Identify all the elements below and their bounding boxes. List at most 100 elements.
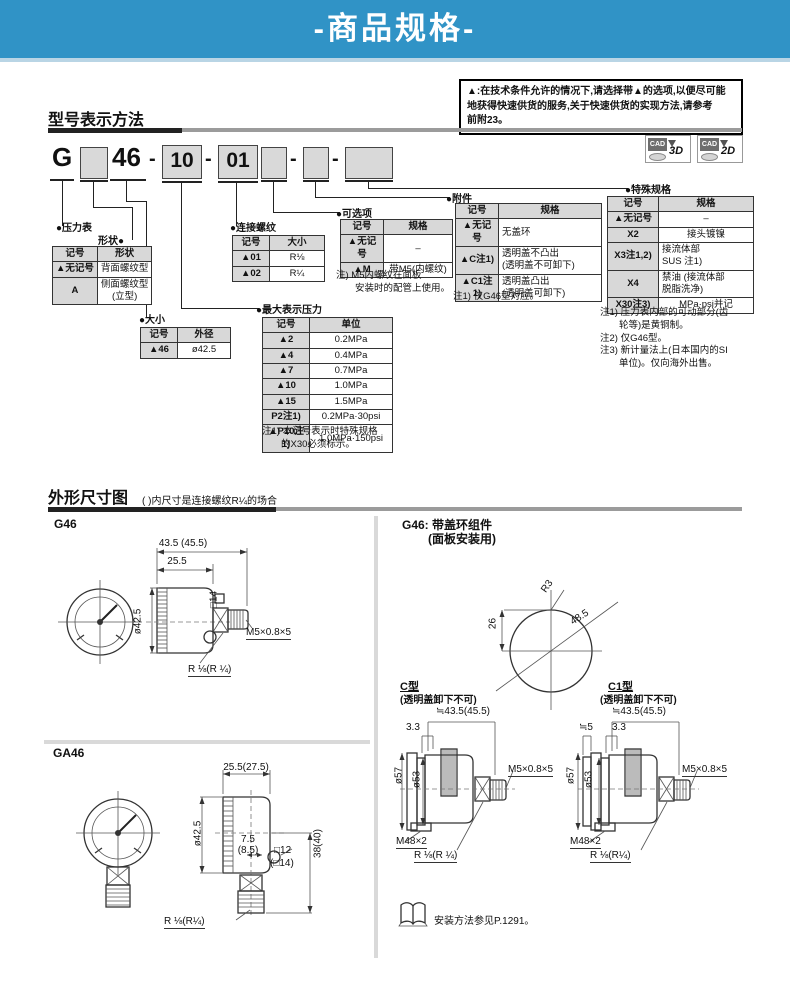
col-header: 规格 bbox=[383, 218, 453, 236]
c1-dim-m5: M5×0.8×5 bbox=[682, 764, 728, 777]
cell: ▲无记号 bbox=[52, 261, 98, 278]
cell: X4 bbox=[607, 269, 659, 299]
c-dim-m5: M5×0.8×5 bbox=[508, 764, 554, 777]
cell: ▲01 bbox=[232, 250, 270, 267]
pointer-special: ●特殊规格 bbox=[625, 185, 672, 196]
cell: 侧面螺纹型 (立型) bbox=[96, 276, 153, 306]
pressure-table: 记号 单位 ▲2 0.2MPa ▲4 0.4MPa ▲7 0.7MPa ▲10 … bbox=[262, 316, 393, 454]
mount-note: 安装方法参见P.1291。 bbox=[434, 916, 535, 927]
underline bbox=[80, 180, 108, 182]
panel-dim-26: 26 bbox=[487, 617, 499, 630]
ga46-dim-square14: (□14) bbox=[270, 858, 294, 869]
g46-dim-diameter: ø42.5 bbox=[132, 608, 144, 635]
cad-chip: CAD bbox=[648, 138, 667, 151]
c1-dim-5: ≒5 bbox=[579, 722, 593, 733]
cad-2d-icon[interactable]: CAD 2D bbox=[697, 135, 743, 163]
cell: R¼ bbox=[269, 265, 325, 283]
g46-label: G46 bbox=[54, 517, 77, 531]
cell: ▲无记号 bbox=[607, 211, 659, 228]
accessory-note: 注1) 仅G46型对应。 bbox=[453, 291, 540, 302]
cell: 0.7MPa bbox=[309, 363, 393, 380]
option-table: 记号 规格 ▲无记号 – ▲M 带M5(内螺纹) bbox=[340, 218, 453, 279]
col-header: 单位 bbox=[309, 316, 393, 334]
cell: ▲10 bbox=[262, 378, 310, 395]
cell: ▲无记号 bbox=[340, 234, 384, 264]
model-section-heading: 型号表示方法 bbox=[48, 112, 145, 129]
heading-underline-black bbox=[48, 128, 182, 133]
ga46-label: GA46 bbox=[53, 746, 85, 760]
underline bbox=[218, 181, 258, 183]
leader bbox=[181, 183, 182, 308]
col-header: 外径 bbox=[177, 326, 231, 344]
cell: ▲C1注1) bbox=[455, 273, 499, 303]
pointer-shape: 形状● bbox=[98, 236, 125, 247]
c-dim-m48: M48×2 bbox=[396, 836, 427, 849]
leader bbox=[126, 181, 127, 201]
c-dim-33: 3.3 bbox=[406, 722, 420, 733]
cell: ▲02 bbox=[232, 265, 270, 283]
col-header: 规格 bbox=[658, 195, 754, 213]
cell: 无盖环 bbox=[498, 218, 602, 248]
page-title: -商品规格- bbox=[313, 11, 477, 46]
c-type-drawing bbox=[399, 721, 515, 851]
c-dim-total: ≒43.5(45.5) bbox=[436, 706, 490, 717]
cell: ▲7 bbox=[262, 363, 310, 380]
cad-2d-label: 2D bbox=[721, 145, 736, 157]
g46-dim-total: 43.5 (45.5) bbox=[158, 538, 208, 549]
col-header: 记号 bbox=[455, 202, 499, 220]
col-header: 记号 bbox=[340, 218, 384, 236]
model-code-pressure-box: 10 bbox=[162, 145, 202, 179]
option-note: 注) M5内螺纹在面板 安装时的配管上使用。 bbox=[336, 270, 451, 294]
ga46-dim-diameter: ø42.5 bbox=[192, 820, 204, 847]
leader bbox=[93, 207, 133, 208]
code-dash: - bbox=[205, 148, 212, 170]
leader bbox=[93, 182, 94, 207]
cell: ▲无记号 bbox=[455, 218, 499, 248]
model-code-prefix: G bbox=[52, 142, 73, 172]
underline bbox=[110, 179, 146, 181]
c1-dim-thread: R ⅛(R¼) bbox=[590, 850, 631, 863]
c-dim-57: ø57 bbox=[393, 766, 405, 785]
leader bbox=[273, 212, 340, 213]
cad-3d-icon[interactable]: CAD 3D bbox=[645, 135, 691, 163]
heading-underline-gray bbox=[276, 507, 742, 511]
cell: – bbox=[658, 211, 754, 228]
leader bbox=[368, 188, 628, 189]
ga46-dim-thread: R ⅛(R¼) bbox=[164, 916, 205, 929]
cell: X2 bbox=[607, 226, 659, 244]
c1-dim-53: ø53 bbox=[583, 770, 595, 789]
pressure-note: 注1) 本记号表示时特殊规格 的X30必须标示。 bbox=[262, 426, 378, 450]
cell: MPa·psi并记 bbox=[658, 297, 754, 314]
c1-type-subtitle: (透明盖卸下不可) bbox=[600, 695, 677, 706]
cell: 0.2MPa·30psi bbox=[309, 409, 393, 426]
cell: ▲46 bbox=[140, 342, 178, 359]
underline bbox=[303, 180, 329, 182]
ga46-dim-width: 25.5(27.5) bbox=[223, 762, 269, 773]
underline bbox=[345, 180, 393, 182]
c-type-subtitle: (透明盖卸下不可) bbox=[400, 695, 477, 706]
thread-table: 记号 大小 ▲01 R⅛ ▲02 R¼ bbox=[232, 234, 325, 283]
leader bbox=[273, 182, 274, 212]
col-header: 记号 bbox=[140, 326, 178, 344]
model-code-special-box bbox=[345, 147, 393, 179]
code-dash: - bbox=[332, 148, 339, 170]
c-dim-53: ø53 bbox=[411, 770, 423, 789]
leader bbox=[62, 181, 63, 226]
g46-dim-body: 25.5 bbox=[167, 556, 187, 567]
cell: A bbox=[52, 276, 98, 306]
g46-dim-m5: M5×0.8×5 bbox=[246, 627, 292, 640]
c1-type-drawing bbox=[575, 721, 699, 851]
cell: 1.0MPa·150psi bbox=[309, 424, 393, 454]
cell: 接流体部 SUS 注1) bbox=[658, 242, 754, 271]
cell: ▲M bbox=[340, 262, 384, 279]
c1-dim-57: ø57 bbox=[565, 766, 577, 785]
pointer-accessory: ●附件 bbox=[446, 194, 473, 205]
model-code-option-box bbox=[261, 147, 287, 179]
ga46-dim-square12: □12 bbox=[274, 845, 292, 856]
underline bbox=[162, 181, 202, 183]
underline bbox=[50, 179, 74, 181]
row-divider bbox=[44, 740, 370, 744]
panel-title: G46: 带盖环组件 bbox=[402, 518, 493, 532]
disc-icon bbox=[701, 153, 718, 161]
dims-section-heading: 外形尺寸图 bbox=[48, 490, 129, 507]
